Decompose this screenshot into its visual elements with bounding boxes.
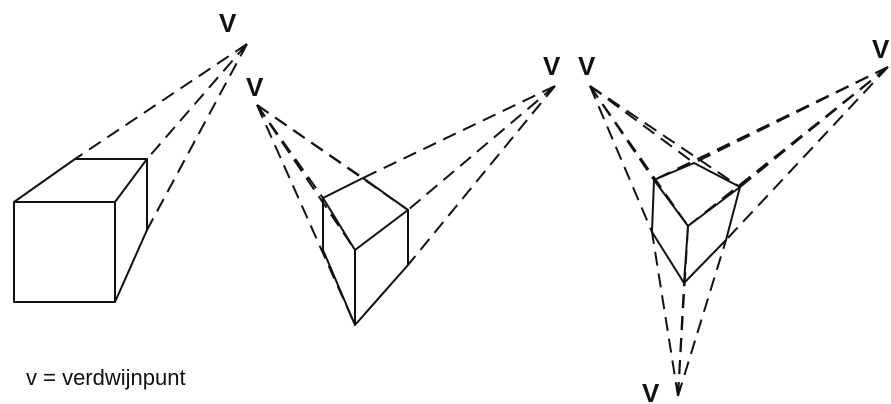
legend-text: v = verdwijnpunt	[26, 365, 186, 390]
cube-three-point	[651, 162, 741, 284]
vanishing-point-label: V	[246, 72, 264, 102]
figure-two-point-perspective: V V	[246, 51, 561, 326]
vanishing-rays	[589, 66, 889, 397]
figure-one-point-perspective: V	[13, 8, 248, 303]
vanishing-point-label: V	[578, 51, 596, 81]
cube-two-point	[322, 177, 409, 326]
vanishing-rays	[256, 85, 556, 326]
vanishing-rays	[74, 43, 248, 231]
vanishing-point-label: V	[543, 51, 561, 81]
vanishing-point-label: V	[642, 378, 660, 404]
figure-three-point-perspective: V V V	[578, 34, 890, 404]
vanishing-point-label: V	[872, 34, 890, 64]
cube-one-point	[13, 158, 148, 303]
vanishing-point-label: V	[219, 8, 237, 38]
